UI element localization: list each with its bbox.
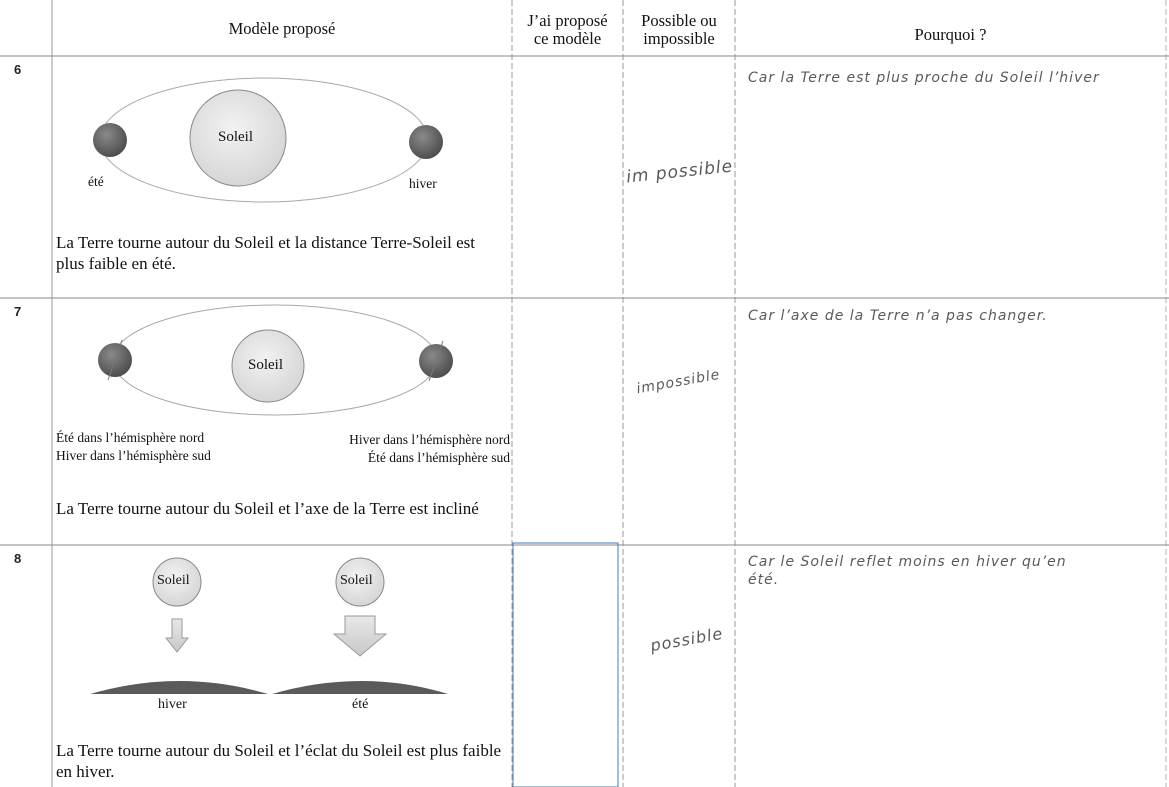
sun-left-shape [152,557,202,607]
row-number: 6 [14,62,22,77]
reason-handwriting-line1: Car le Soleil reflet moins en hiver qu’e… [748,554,1067,570]
ground-winter-shape [90,681,268,694]
earth-winter-shape [409,125,443,159]
header-proposed-line2: ce modèle [533,29,602,48]
diagram-row-8 [90,557,448,694]
header-why: Pourquoi ? [914,25,987,44]
sun-shape [189,89,287,187]
header-proposed-line1: J’ai proposé [527,11,608,30]
summer-label: été [88,174,104,189]
right-hemisphere-line1: Hiver dans l’hémisphère nord [349,432,510,447]
model-caption: La Terre tourne autour du Soleil et l’ax… [56,499,479,518]
thin-arrow-shape [164,618,190,653]
summer-label: été [352,697,369,712]
sun-shape [231,329,305,403]
left-hemisphere-line1: Été dans l’hémisphère nord [56,430,205,445]
diagram-row-6 [93,77,443,203]
model-caption: La Terre tourne autour du Soleil et l’éc… [56,741,502,781]
header-possible: Possible ou impossible [623,12,735,48]
sun-left-label: Soleil [157,573,190,588]
reason-handwriting-line2: été. [748,572,780,588]
left-hemisphere-line2: Hiver dans l’hémisphère sud [56,448,211,463]
winter-label: hiver [409,176,437,191]
row-number: 8 [14,551,22,566]
earth-summer-shape [93,123,127,157]
header-model: Modèle proposé [228,19,336,38]
sun-right-shape [335,557,385,607]
winter-label: hiver [158,697,187,712]
header-proposed: J’ai proposé ce modèle [512,12,623,48]
reason-handwriting: Car l’axe de la Terre n’a pas changer. [748,308,1048,324]
right-hemisphere-line2: Été dans l’hémisphère sud [367,450,510,465]
wide-arrow-shape [332,615,388,657]
header-possible-line2: impossible [643,29,715,48]
ground-summer-shape [272,681,448,694]
row-number: 7 [14,304,22,319]
sun-right-label: Soleil [340,573,373,588]
reason-handwriting: Car la Terre est plus proche du Soleil l… [748,70,1100,86]
header-possible-line1: Possible ou [641,11,717,30]
model-caption: La Terre tourne autour du Soleil et la d… [56,233,476,273]
diagram-row-7 [98,304,453,416]
